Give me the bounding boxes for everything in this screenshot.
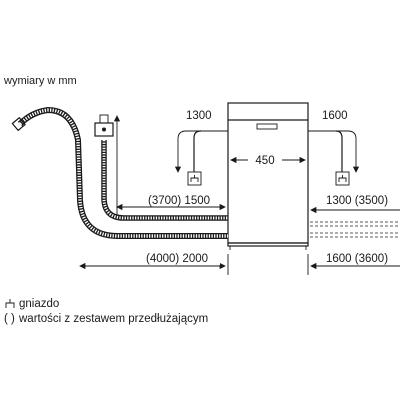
bottom-left-dimension: (4000) 2000 (146, 253, 208, 265)
width-dimension: 450 (230, 153, 306, 167)
left-cord-route: 1300 (174, 110, 228, 186)
inlet-hose (101, 140, 228, 221)
inlet-valve (94, 114, 121, 218)
mid-right-dimension: 1300 (3500) (326, 195, 388, 207)
legend: gniazdo ( ) wartości z zestawem przedłuż… (4, 298, 208, 325)
units-label: wymiary w mm (3, 75, 77, 87)
drain-hose (11, 106, 228, 239)
top-left-dimension: 1300 (186, 110, 212, 122)
bottom-left-dimension-line: (4000) 2000 (79, 252, 226, 270)
mid-left-dimension: (3700) 1500 (148, 195, 210, 207)
bottom-right-dimension: 1600 (3600) (326, 253, 388, 265)
legend-paren-label: wartości z zestawem przedłużającym (18, 313, 208, 325)
top-right-dimension: 1600 (322, 110, 348, 122)
mid-right-dimension-line: 1300 (3500) (310, 195, 400, 238)
dishwasher-outline (227, 102, 309, 275)
right-cord-route: 1600 (308, 110, 360, 186)
mid-left-dimension-line: (3700) 1500 (116, 193, 226, 211)
legend-paren-symbol: ( ) (4, 313, 15, 325)
socket-icon (5, 299, 15, 308)
width-label: 450 (255, 155, 274, 167)
bottom-right-dimension-line: 1600 (3600) (310, 253, 400, 270)
legend-socket-label: gniazdo (19, 298, 59, 310)
